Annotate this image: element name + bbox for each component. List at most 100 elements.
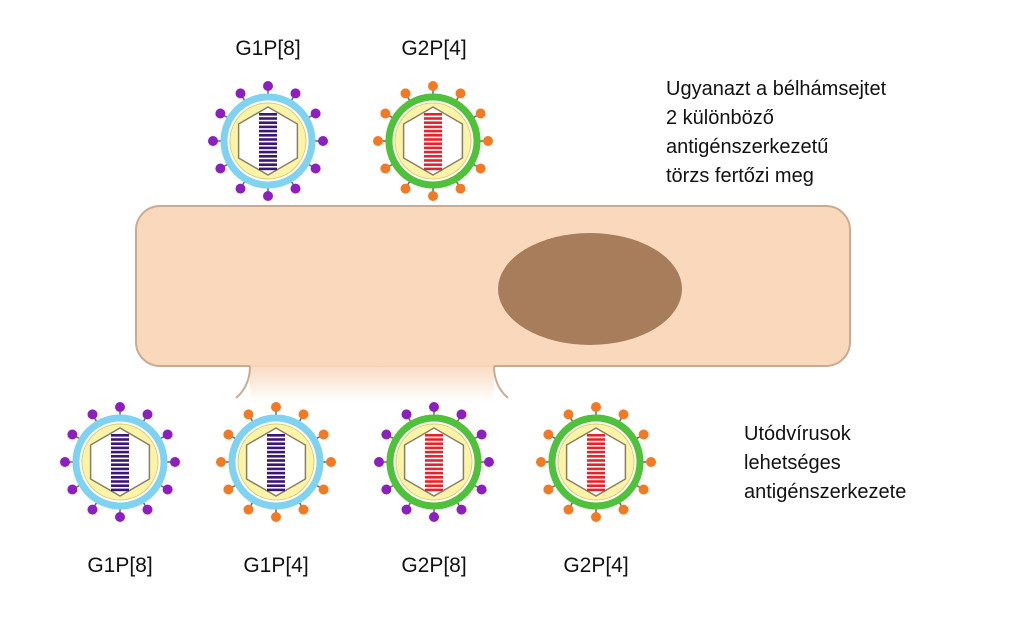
genome-segment — [425, 446, 443, 450]
genome-segment — [587, 476, 605, 479]
spike-knob — [215, 163, 226, 174]
genome-segment — [425, 442, 443, 445]
genome-segment — [267, 442, 285, 445]
outer-capsid — [386, 414, 482, 510]
spike-knob — [271, 512, 281, 522]
genome-segment — [424, 142, 442, 145]
genome-segment — [267, 459, 285, 462]
spike-knob — [243, 409, 254, 420]
outer-capsid-texture — [72, 414, 168, 510]
genome-segment — [111, 459, 129, 462]
cell-body — [135, 205, 851, 367]
spike-knob — [429, 512, 439, 522]
spike-knob — [115, 402, 125, 412]
genome-segment — [424, 150, 442, 154]
spike-knob — [591, 512, 601, 522]
genome-segment — [267, 438, 285, 441]
genome-segments — [111, 434, 129, 492]
spike-knob — [618, 504, 629, 515]
virus-particle — [208, 81, 328, 201]
progeny-note: Utódvírusok lehetséges antigénszerkezete — [744, 423, 906, 503]
spike-knob — [290, 88, 301, 99]
genome-segment — [111, 476, 129, 479]
genome-segment — [424, 134, 442, 137]
genome-segment — [259, 163, 277, 166]
genome-segment — [425, 438, 443, 441]
genome-segment — [424, 125, 442, 129]
note-line: Utódvírusok — [744, 423, 852, 445]
spike-knob — [455, 183, 466, 194]
genome-segment — [587, 480, 605, 483]
genome-segment — [425, 480, 443, 483]
cell-stalk-edges — [235, 365, 509, 399]
progeny-virus-label: G2P[4] — [563, 554, 628, 577]
outer-capsid-texture — [220, 93, 316, 189]
spike-knob — [563, 504, 574, 515]
spike-knob — [263, 81, 273, 91]
spike-knob — [310, 163, 321, 174]
genome-segment — [424, 146, 442, 150]
spike-knob — [60, 457, 70, 467]
spike-knob — [543, 429, 554, 440]
genome-segment — [111, 450, 129, 454]
genome-segment — [587, 442, 605, 445]
genome-segment — [424, 167, 442, 171]
genome-segments — [267, 434, 285, 492]
spike-knob — [373, 136, 383, 146]
outer-capsid — [220, 93, 316, 189]
spike-knob — [638, 429, 649, 440]
genome-segment — [425, 471, 443, 475]
genome-segment — [111, 488, 129, 492]
genome-segment — [587, 455, 605, 458]
core-shell — [245, 427, 307, 497]
spike-knob — [455, 88, 466, 99]
genome-segment — [424, 129, 442, 133]
outer-capsid — [385, 93, 481, 189]
genome-segment — [267, 488, 285, 492]
genome-segment — [587, 484, 605, 487]
spike-knob — [646, 457, 656, 467]
spike-knob — [483, 136, 493, 146]
genome-segment — [587, 446, 605, 450]
genome-segment — [111, 442, 129, 445]
genome-segment — [259, 121, 277, 124]
spike-knob — [170, 457, 180, 467]
spike-knob — [298, 504, 309, 515]
genome-segment — [267, 476, 285, 479]
spike-knob — [318, 429, 329, 440]
genome-segment — [259, 134, 277, 137]
spike-knob — [290, 183, 301, 194]
spike-ring — [216, 402, 336, 522]
genome-segments — [424, 113, 442, 171]
genome-segment — [259, 159, 277, 162]
spike-knob — [401, 409, 412, 420]
genome-segment — [111, 446, 129, 450]
spike-knob — [591, 402, 601, 412]
spike-knob — [484, 457, 494, 467]
genome-segment — [111, 455, 129, 458]
genome-segment — [259, 167, 277, 171]
genome-segment — [267, 450, 285, 454]
genome-segment — [425, 459, 443, 462]
genome-segment — [259, 113, 277, 116]
core-shell — [89, 427, 151, 497]
spike-knob — [142, 504, 153, 515]
spike-knob — [380, 163, 391, 174]
genome-segment — [111, 434, 129, 437]
genome-segment — [267, 484, 285, 487]
spike-knob — [638, 484, 649, 495]
spike-knob — [310, 108, 321, 119]
spike-knob — [67, 484, 78, 495]
spike-knob — [271, 402, 281, 412]
spike-knob — [475, 108, 486, 119]
spike-knob — [536, 457, 546, 467]
genome-segment — [259, 150, 277, 154]
spike-knob — [381, 484, 392, 495]
spike-knob — [162, 429, 173, 440]
genome-segment — [267, 463, 285, 466]
core-shell — [565, 427, 627, 497]
spike-knob — [476, 429, 487, 440]
genome-segment — [424, 113, 442, 116]
infection-note: Ugyanazt a bélhámsejtet 2 különböző anti… — [666, 78, 887, 187]
spike-knob — [235, 183, 246, 194]
